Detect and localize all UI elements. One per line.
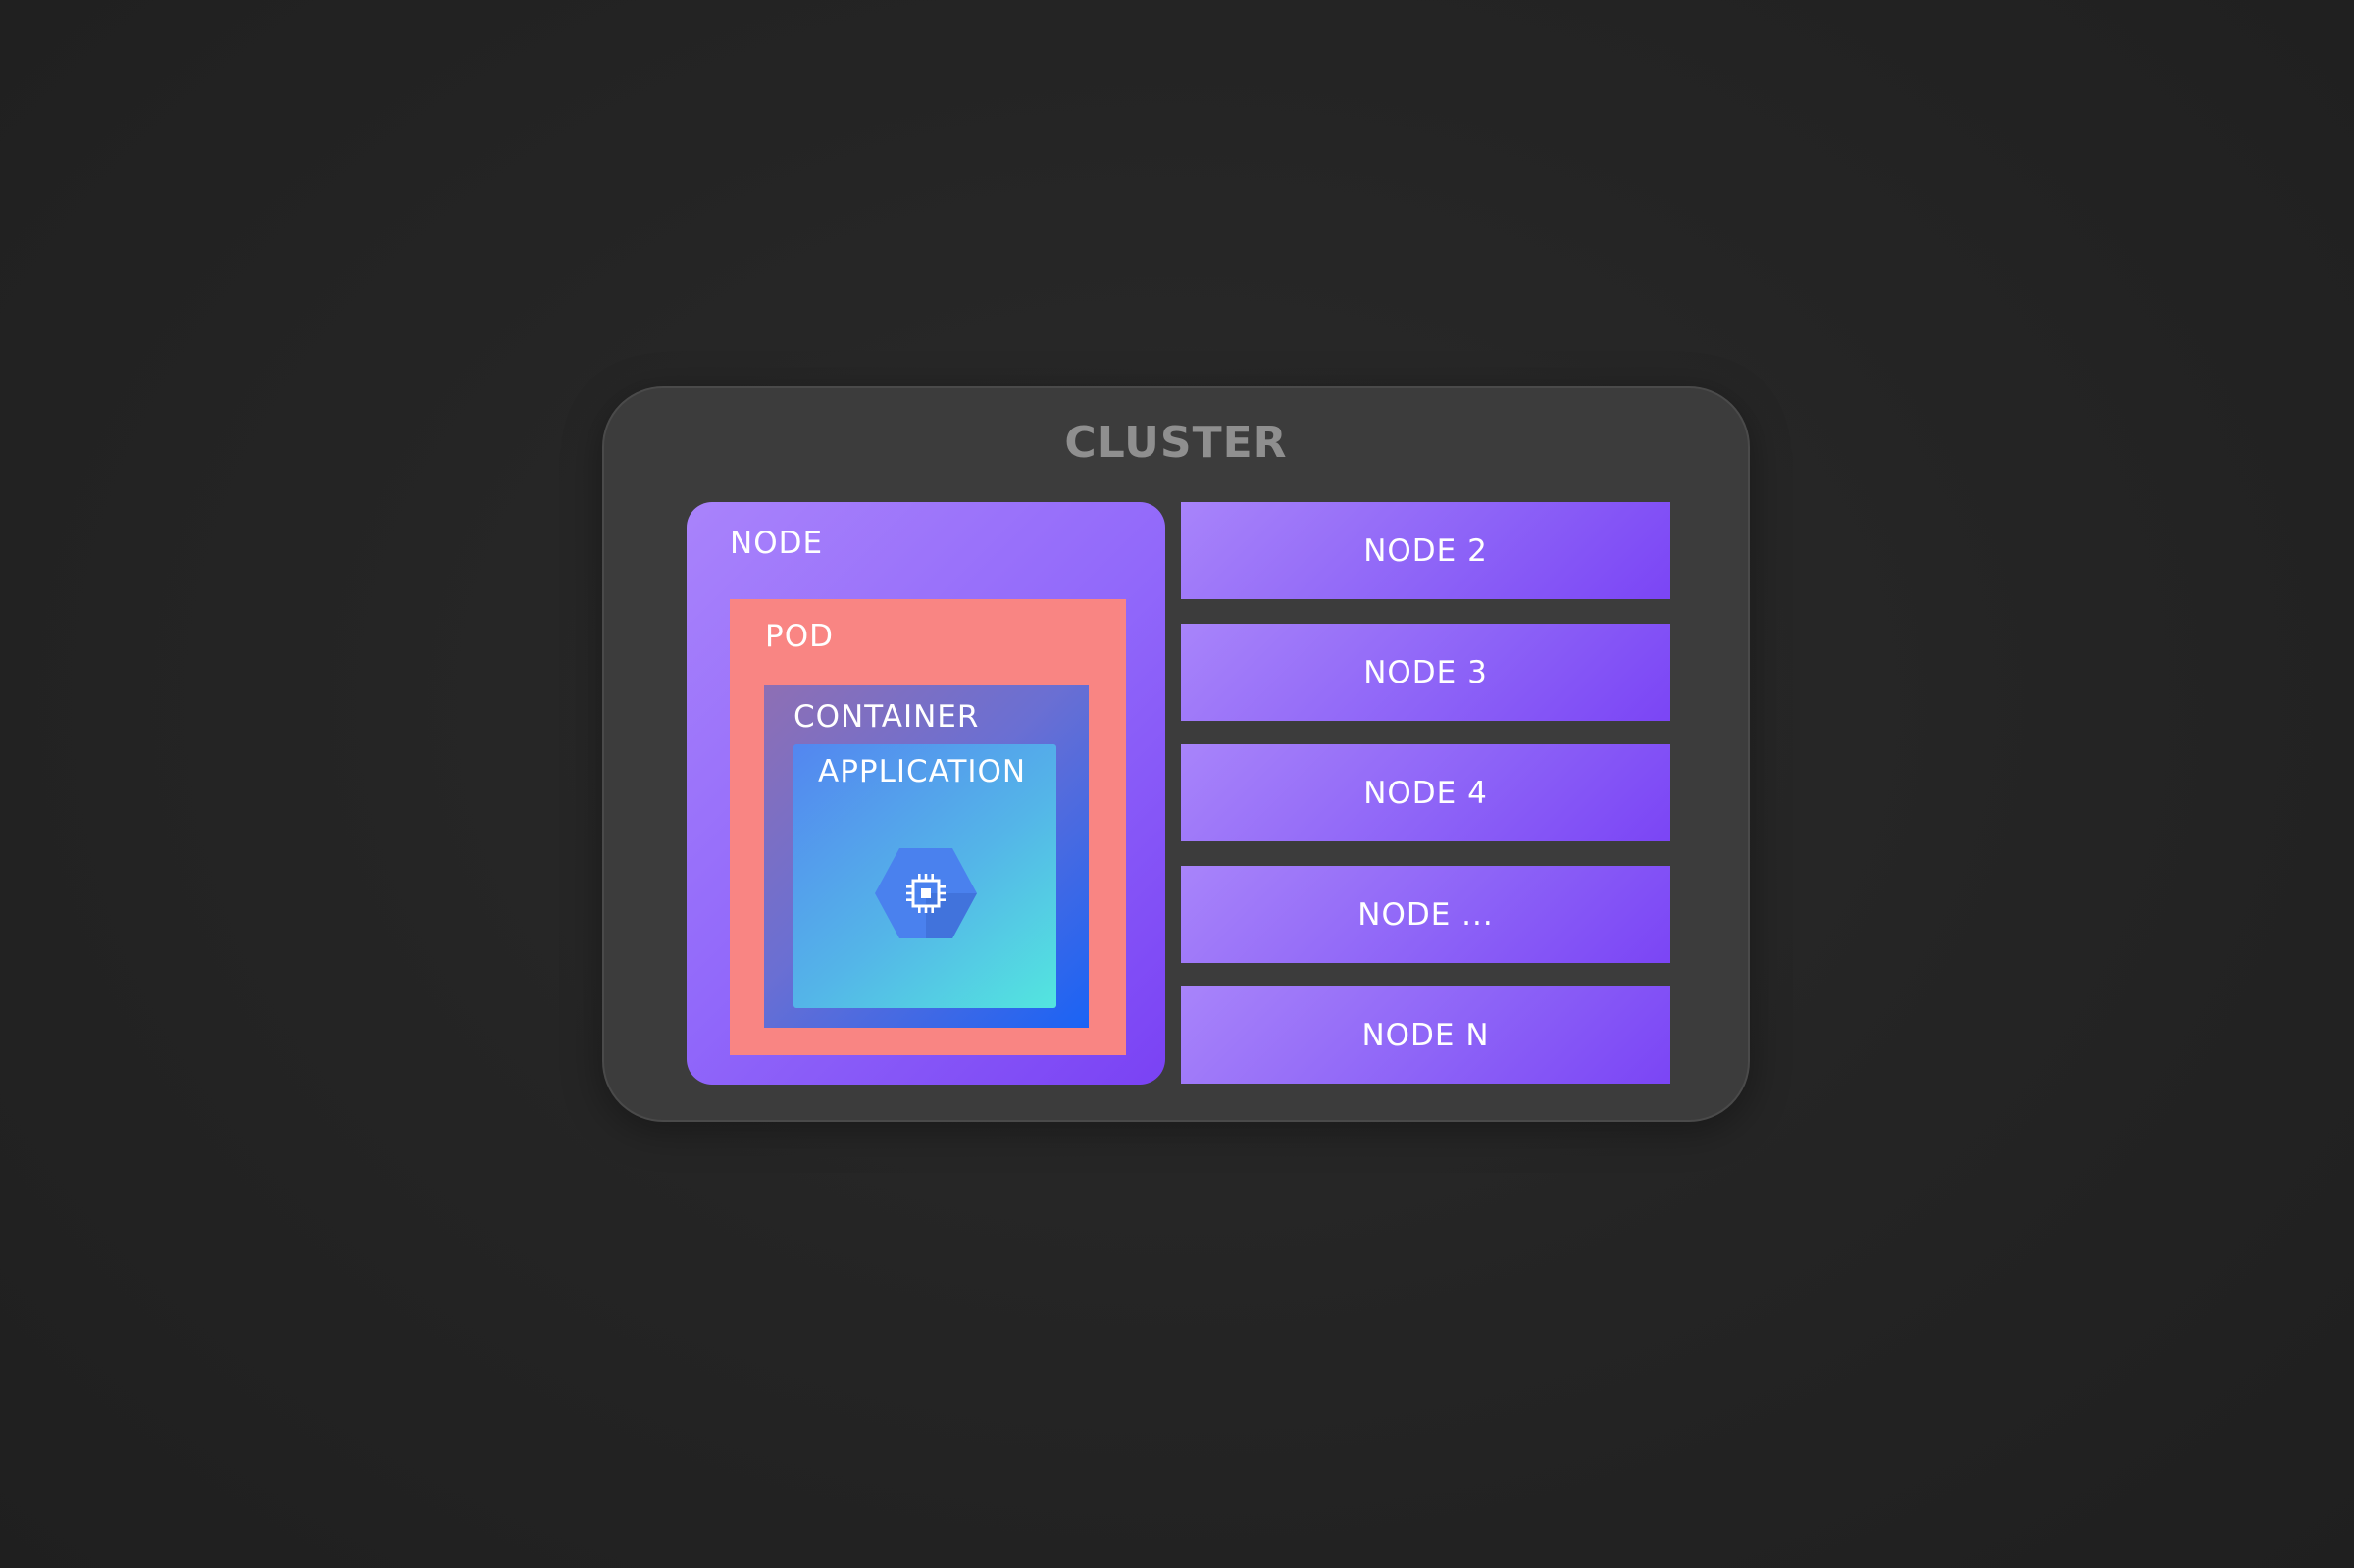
node-3-label: NODE 3: [1363, 654, 1488, 690]
node-n-box: NODE N: [1181, 986, 1670, 1084]
node-2-label: NODE 2: [1363, 532, 1488, 569]
node-2-box: NODE 2: [1181, 502, 1670, 599]
node-4-label: NODE 4: [1363, 775, 1488, 811]
compute-engine-chip-icon: [875, 848, 977, 938]
node-box: NODE POD CONTAINER APPLICATION: [687, 502, 1165, 1085]
cluster-box: CLUSTER NODE POD CONTAINER APPLICATION: [602, 386, 1750, 1122]
node-ellipsis-box: NODE ...: [1181, 866, 1670, 963]
node-label: NODE: [730, 526, 824, 561]
application-box: APPLICATION: [793, 744, 1056, 1008]
node-ellipsis-label: NODE ...: [1357, 896, 1494, 933]
pod-box: POD CONTAINER APPLICATION: [730, 599, 1126, 1055]
pod-label: POD: [765, 619, 834, 654]
node-3-box: NODE 3: [1181, 624, 1670, 721]
application-label: APPLICATION: [818, 754, 1027, 789]
node-n-label: NODE N: [1361, 1017, 1490, 1053]
container-label: CONTAINER: [793, 699, 980, 734]
cluster-title: CLUSTER: [1064, 418, 1288, 468]
container-box: CONTAINER APPLICATION: [764, 685, 1089, 1028]
node-4-box: NODE 4: [1181, 744, 1670, 841]
